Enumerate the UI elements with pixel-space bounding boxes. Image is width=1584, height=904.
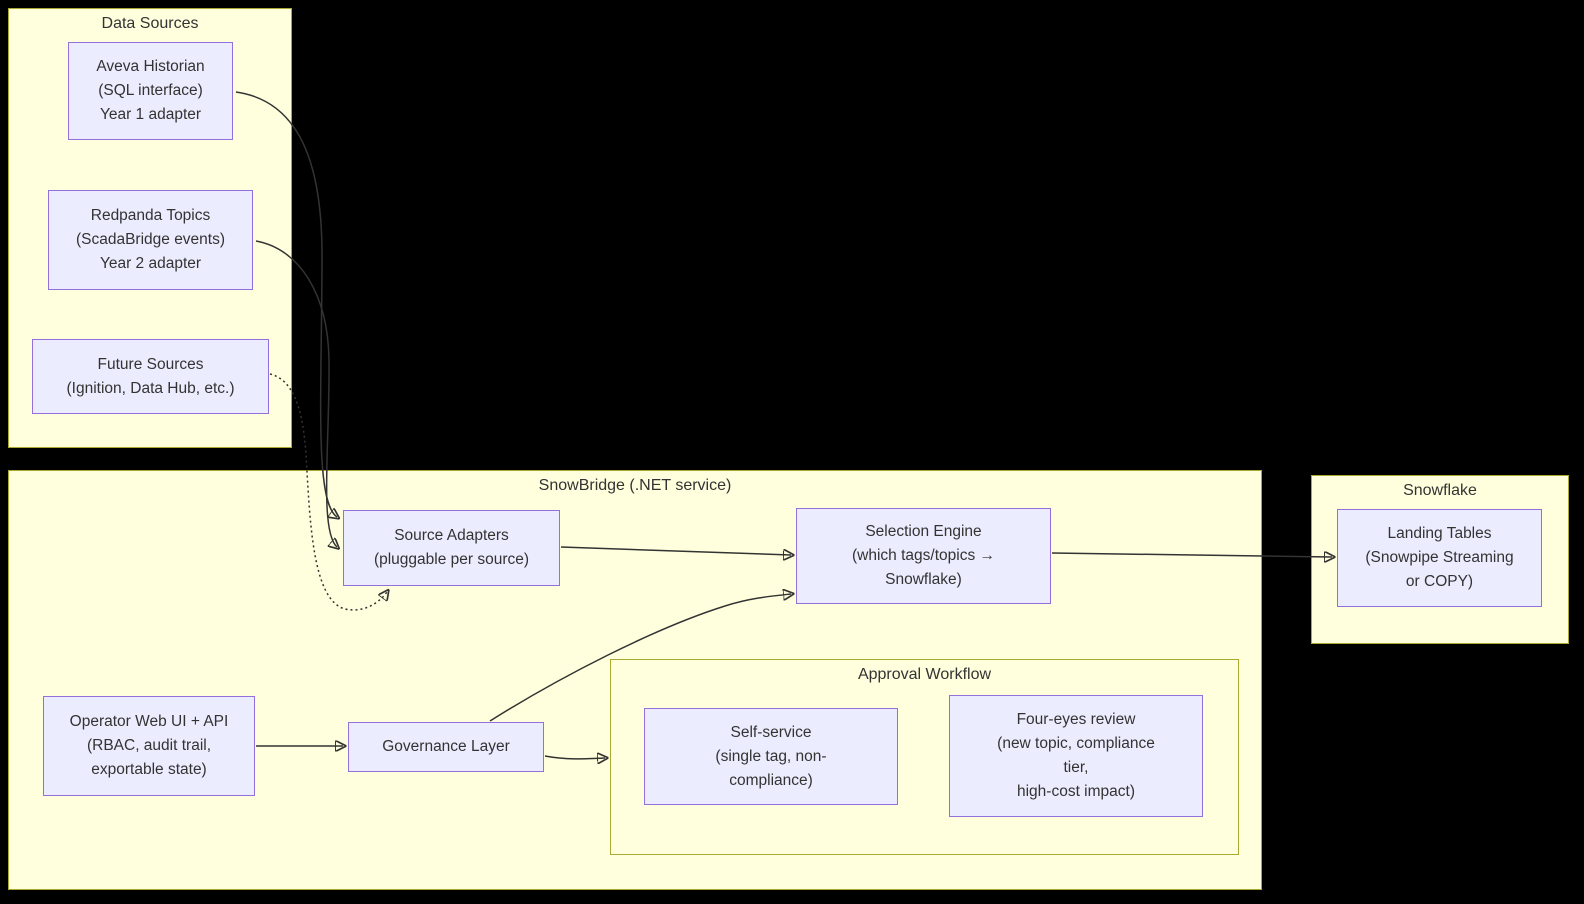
node-text: Snowflake) [885,571,962,588]
node-self-service: Self-service (single tag, non- complianc… [644,708,898,805]
node-text: (pluggable per source) [373,551,530,568]
node-future-sources: Future Sources (Ignition, Data Hub, etc.… [32,339,269,414]
node-governance-layer: Governance Layer [348,722,544,772]
node-text: Governance Layer [382,738,510,755]
node-text: or COPY) [1405,573,1474,590]
cluster-title-approval-workflow: Approval Workflow [857,666,992,683]
cluster-title-snowflake: Snowflake [1403,482,1477,499]
node-source-adapters: Source Adapters (pluggable per source) [343,510,560,586]
node-text: (new topic, compliance [997,735,1155,752]
node-text: Source Adapters [394,527,509,544]
cluster-title-snowbridge: SnowBridge (.NET service) [538,477,732,494]
node-text: Year 2 adapter [99,255,202,272]
node-text: (SQL interface) [98,82,203,99]
node-text: Self-service [730,723,812,741]
node-text: Landing Tables [1387,525,1492,542]
node-selection-engine: Selection Engine (which tags/topics → Sn… [796,508,1051,604]
node-text: Operator Web UI + API [69,713,229,730]
node-text: high-cost impact) [1016,783,1135,800]
node-text: Redpanda Topics [90,207,211,224]
node-text: (RBAC, audit trail, [86,737,212,754]
node-text: (single tag, non- [715,747,827,765]
node-text: exportable state) [91,761,207,778]
node-text: (which tags/topics → [852,547,995,564]
node-text: Aveva Historian [96,58,205,75]
node-text: tier, [1063,759,1089,776]
node-text: Year 1 adapter [99,106,202,123]
node-text: (ScadaBridge events) [75,231,226,248]
node-text: Future Sources [97,355,204,373]
node-redpanda-topics: Redpanda Topics (ScadaBridge events) Yea… [48,190,253,290]
node-landing-tables: Landing Tables (Snowpipe Streaming or CO… [1337,509,1542,607]
cluster-title-data-sources: Data Sources [101,15,199,32]
node-aveva-historian: Aveva Historian (SQL interface) Year 1 a… [68,42,233,140]
node-four-eyes-review: Four-eyes review (new topic, compliance … [949,695,1203,817]
node-text: compliance) [729,771,813,789]
node-text: Four-eyes review [1016,711,1136,728]
node-text: Selection Engine [865,523,982,540]
node-text: (Snowpipe Streaming [1365,549,1514,566]
node-text: (Ignition, Data Hub, etc.) [66,379,235,397]
node-operator-web-ui: Operator Web UI + API (RBAC, audit trail… [43,696,255,796]
